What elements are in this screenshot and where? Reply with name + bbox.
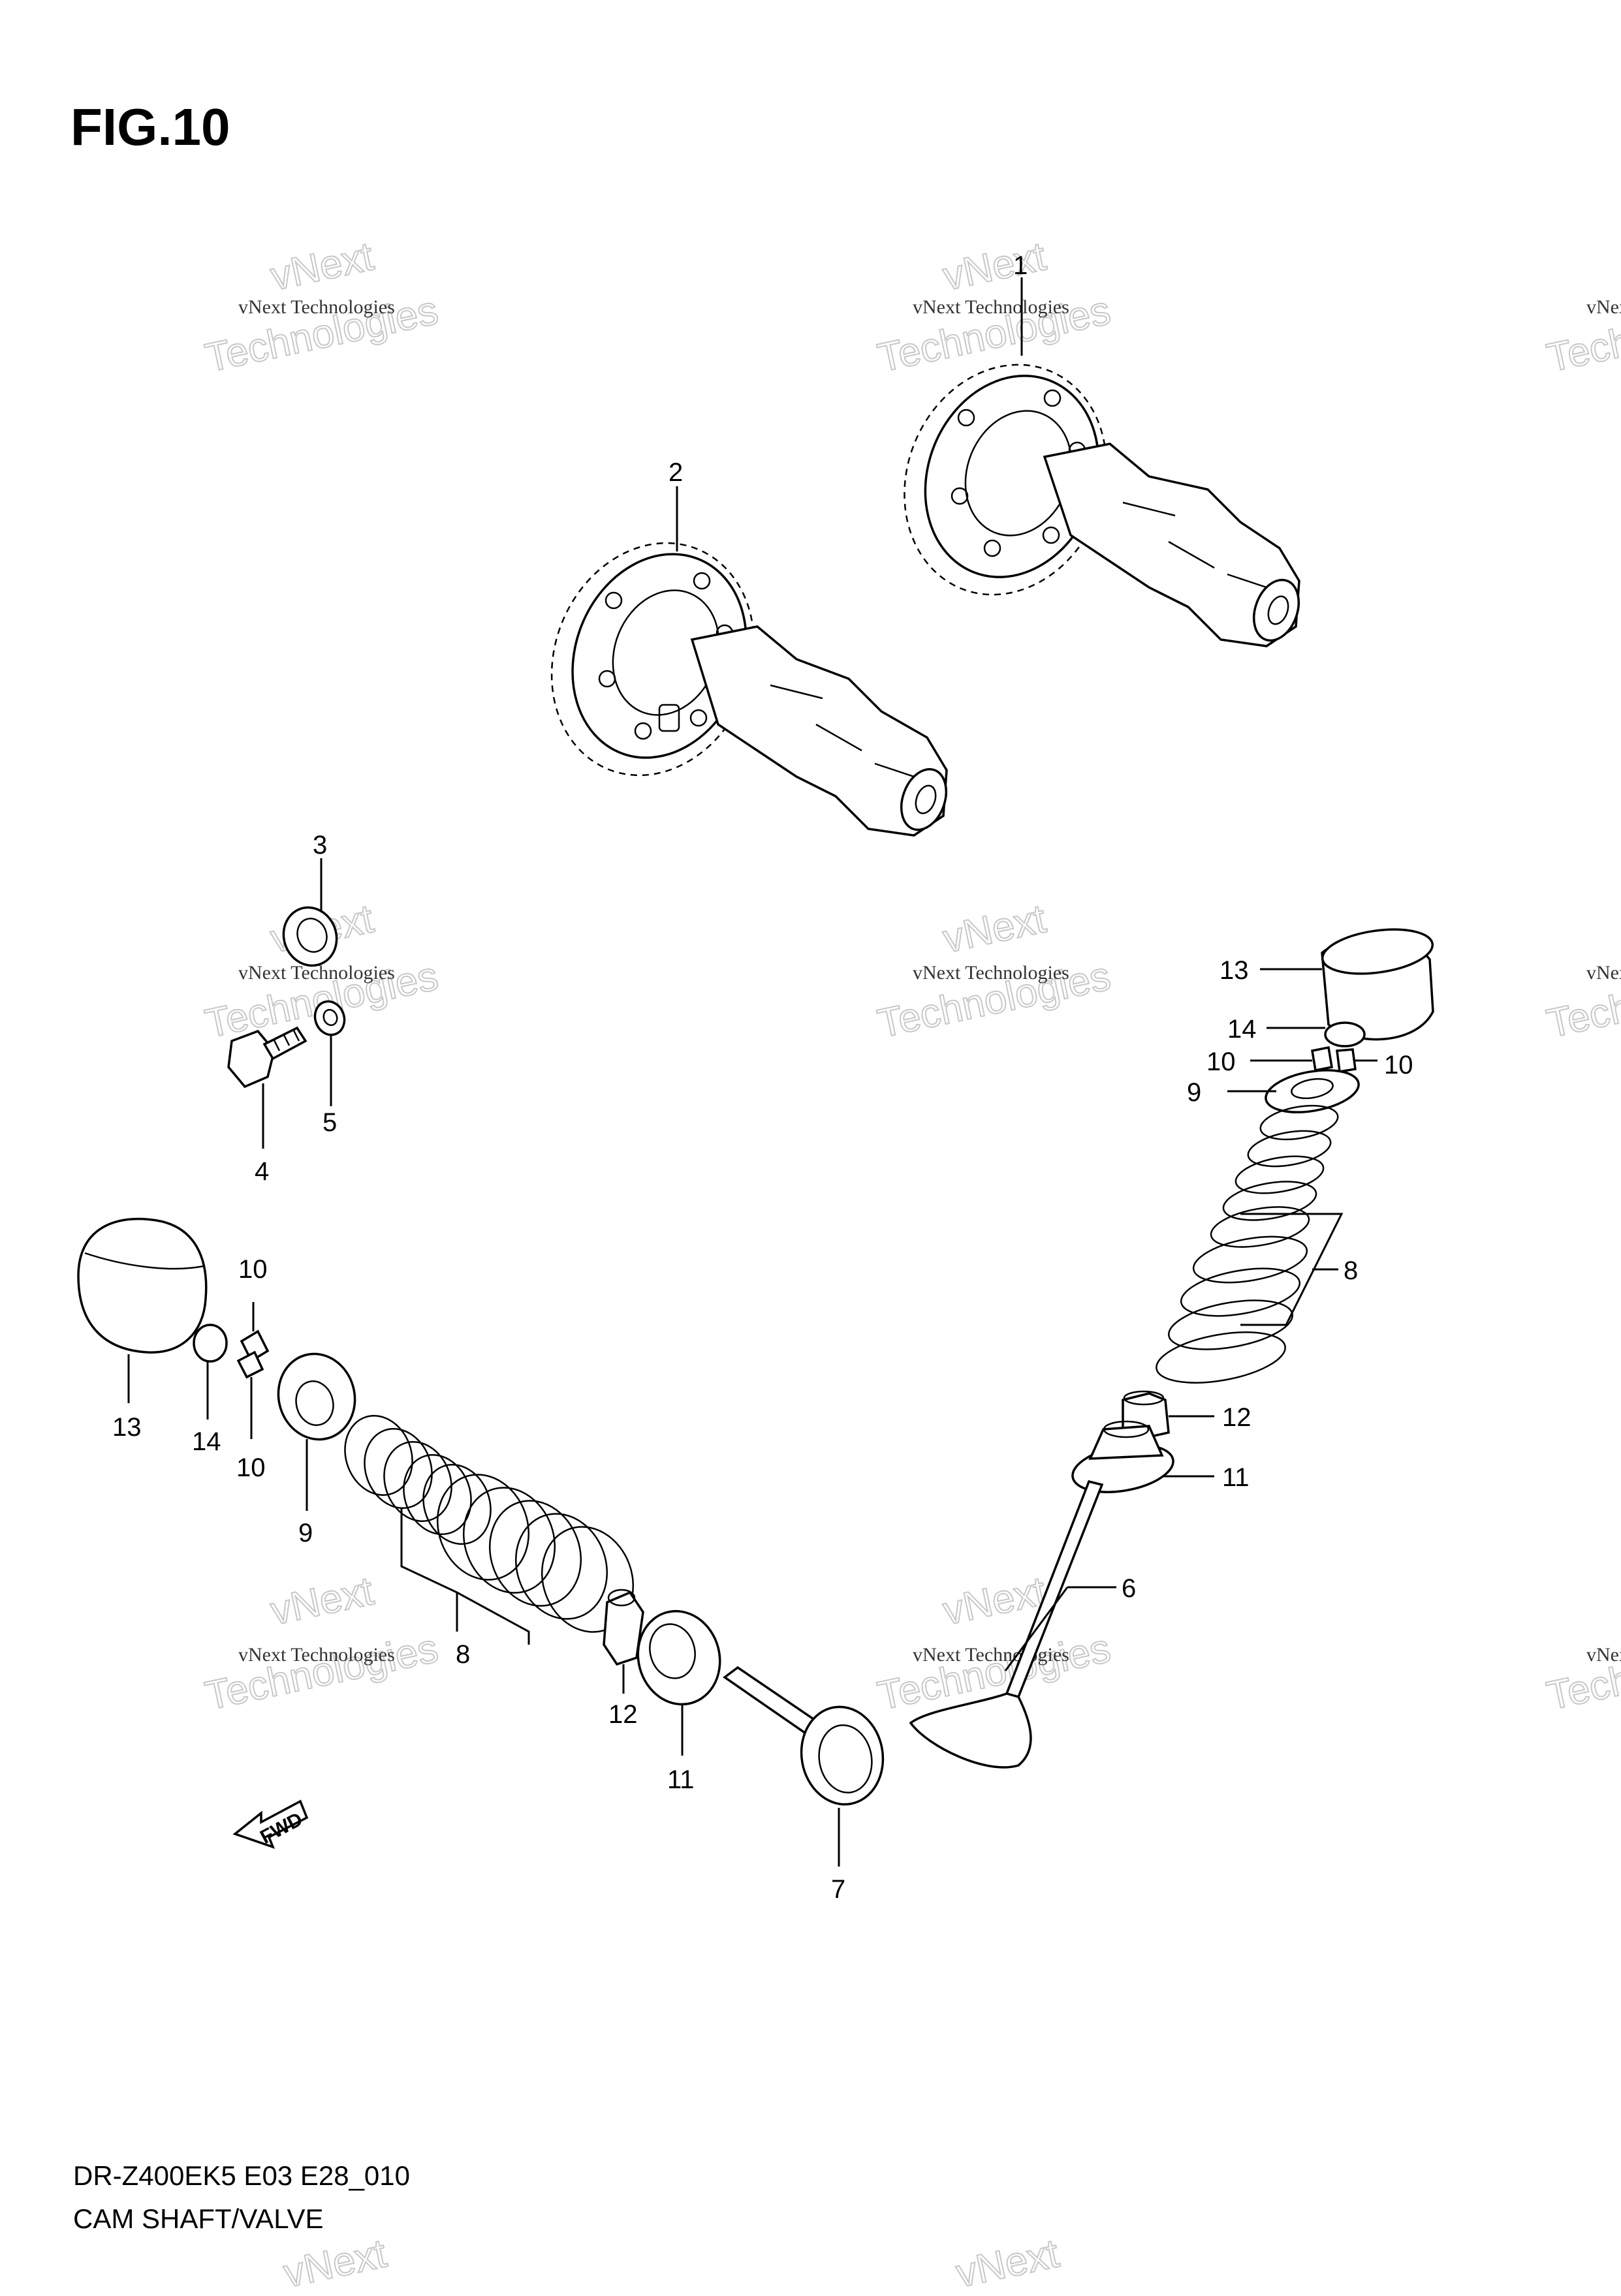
watermark-caption-text: vNext Technologies [238,1644,395,1666]
watermark-group: vNext Technologies vNext Technologies vN… [201,233,1621,2296]
callout-9-right: 9 [1187,1078,1201,1107]
callout-11-left: 11 [667,1765,695,1794]
watermark: vNext vNext [279,2230,1063,2296]
callout-5: 5 [323,1108,337,1137]
watermark-caption-text: vNext Technologies [1586,962,1621,984]
camshaft-2 [550,542,948,837]
valve-7 [723,1666,885,1806]
watermark-technologies-text: Technologies [202,1626,442,1719]
seal-12-left [603,1589,644,1666]
callout-14-right: 14 [1227,1015,1257,1044]
watermark: vNext Technologies vNext Technologies [873,895,1115,1047]
watermark: vNext Technologies Technologies [1543,953,1621,1047]
watermark-vnext-text: vNext [952,2231,1063,2293]
callout-3: 3 [313,831,327,860]
watermark-vnext-text: vNext [267,234,377,299]
watermark-caption-text: vNext Technologies [1586,1644,1621,1666]
tappet-13-left [77,1217,208,1354]
callout-12-right: 12 [1222,1403,1251,1432]
springs-8-right [1156,1104,1339,1384]
watermark-vnext-text: vNext [939,234,1050,299]
model-code: DR-Z400EK5 E03 E28_010 [73,2160,410,2191]
spring-seat-11-left [637,1609,721,1706]
tappet-13-right [1321,928,1434,1041]
callout-10-right-b: 10 [1384,1051,1413,1079]
callout-11-right: 11 [1222,1463,1250,1492]
watermark: vNext Technologies Technologies [1543,287,1621,382]
callout-8-left: 8 [456,1640,470,1669]
spring-seat-11-right [1071,1420,1174,1493]
figure-caption: CAM SHAFT/VALVE [73,2203,324,2234]
watermark-vnext-text: vNext [280,2231,390,2293]
washer-5 [313,1000,346,1036]
callout-10-right-a: 10 [1206,1047,1236,1076]
bolt-4 [227,1026,307,1089]
callout-13-right: 13 [1220,956,1249,985]
cotters-10-right [1310,1046,1357,1074]
watermark: vNext Technologies Technologies [1543,1625,1621,1720]
callout-4: 4 [255,1157,269,1186]
callout-7: 7 [831,1875,845,1904]
bearing-3 [282,906,338,967]
retainer-9-right [1265,1069,1360,1113]
retainer-9-left [277,1352,356,1441]
figure-title: FIG.10 [71,98,230,156]
callout-labels: 1 2 3 4 5 6 7 8 8 9 9 10 10 10 10 11 11 … [112,251,1413,1904]
watermark-vnext-text: vNext [939,896,1050,961]
shim-14-right [1324,1021,1366,1047]
shim-14-left [193,1324,228,1363]
callout-10-left-bottom: 10 [236,1453,266,1482]
watermark-vnext-text: vNext [267,1568,377,1634]
watermark: vNext Technologies vNext Technologies [873,233,1115,381]
watermark-caption-text: vNext Technologies [913,1644,1069,1666]
callout-14-left: 14 [192,1427,221,1456]
camshaft-1 [904,364,1300,647]
leader-lines [127,277,1377,1867]
callout-6: 6 [1122,1574,1136,1603]
fwd-arrow: FWD [232,1799,309,1849]
cotter-10-left [236,1329,270,1379]
callout-8-right: 8 [1344,1256,1358,1285]
springs-8-left [344,1415,635,1633]
watermark-technologies-text: Technologies [1543,1626,1621,1719]
watermark-caption-text: vNext Technologies [1586,296,1621,318]
callout-13-left: 13 [112,1413,142,1442]
watermark: vNext Technologies vNext Technologies [201,233,443,381]
watermark-caption-text: vNext Technologies [913,962,1069,984]
callout-2: 2 [669,458,683,487]
watermark: vNext Technologies vNext Technologies [201,1568,443,1719]
watermark-caption-text: vNext Technologies [913,296,1069,318]
callout-10-left-top: 10 [238,1255,268,1284]
callout-12-left: 12 [608,1700,638,1729]
valve-6 [909,1480,1104,1769]
watermark-caption-text: vNext Technologies [238,296,395,318]
callout-9-left: 9 [298,1519,313,1547]
callout-1: 1 [1013,251,1028,280]
